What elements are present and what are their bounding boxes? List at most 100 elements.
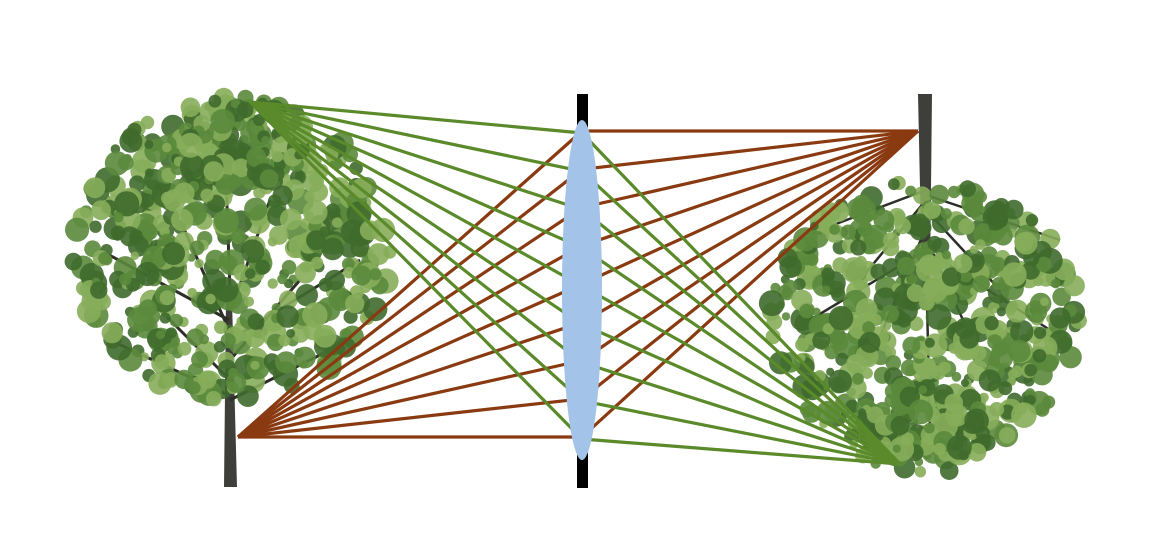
leaf-cluster <box>325 203 341 219</box>
leaf-cluster <box>245 328 265 348</box>
leaf-cluster <box>166 327 177 339</box>
leaf-cluster <box>896 256 916 276</box>
leaf-cluster <box>279 290 298 310</box>
leaf-cluster <box>64 252 83 271</box>
leaf-cluster <box>127 306 153 333</box>
leaf-cluster <box>279 208 302 231</box>
leaf-cluster <box>1024 300 1048 323</box>
leaf-cluster <box>253 186 266 199</box>
leaf-cluster <box>140 115 155 130</box>
leaf-cluster <box>982 205 1008 231</box>
leaf-cluster <box>341 257 355 271</box>
leaf-cluster <box>113 231 123 241</box>
leaf-cluster <box>91 200 111 221</box>
leaf-cluster <box>159 312 171 324</box>
leaf-cluster <box>929 184 949 205</box>
leaf-cluster <box>857 222 873 238</box>
leaf-cluster <box>189 240 205 256</box>
leaf-cluster <box>101 322 123 344</box>
leaf-cluster <box>829 224 840 235</box>
leaf-cluster <box>159 290 175 306</box>
leaf-cluster <box>890 415 910 436</box>
leaf-cluster <box>98 252 112 265</box>
leaf-cluster <box>892 444 901 453</box>
leaf-cluster <box>850 239 867 256</box>
leaf-cluster <box>275 351 298 374</box>
leaf-cluster <box>321 237 344 261</box>
leaf-cluster <box>946 434 972 460</box>
leaf-cluster <box>889 436 915 462</box>
leaf-cluster <box>766 314 783 330</box>
leaf-cluster <box>958 218 975 235</box>
leaf-cluster <box>941 267 962 287</box>
leaf-cluster <box>276 305 300 328</box>
leaf-cluster <box>998 427 1016 444</box>
leaf-cluster <box>918 254 940 276</box>
leaf-cluster <box>246 147 267 168</box>
leaf-cluster <box>310 256 324 270</box>
leaf-cluster <box>881 304 900 323</box>
leaf-cluster <box>244 268 256 280</box>
leaf-cluster <box>894 217 911 235</box>
leaf-cluster <box>812 331 831 350</box>
leaf-cluster <box>1004 199 1024 220</box>
leaf-cluster <box>198 370 217 389</box>
leaf-cluster <box>1049 307 1071 329</box>
leaf-cluster <box>855 298 878 321</box>
leaf-cluster <box>940 208 952 220</box>
leaf-cluster <box>996 307 1007 317</box>
leaf-cluster <box>1042 395 1056 409</box>
leaf-cluster <box>998 381 1013 396</box>
leaf-cluster <box>129 229 144 244</box>
leaf-cluster <box>770 282 781 293</box>
leaf-cluster <box>214 320 228 334</box>
leaf-cluster <box>319 226 331 238</box>
leaf-cluster <box>90 281 108 299</box>
leaf-cluster <box>228 174 241 187</box>
leaf-cluster <box>114 191 140 217</box>
leaf-cluster <box>369 268 382 281</box>
leaf-cluster <box>200 188 214 202</box>
leaf-cluster <box>154 354 170 370</box>
leaf-cluster <box>888 178 900 191</box>
leaf-cluster <box>65 217 90 242</box>
leaf-cluster <box>919 295 935 311</box>
leaf-cluster <box>243 296 255 307</box>
leaf-cluster <box>187 287 197 298</box>
leaf-cluster <box>261 135 270 145</box>
leaf-cluster <box>979 223 990 234</box>
leaf-cluster <box>213 277 239 303</box>
leaf-cluster <box>178 132 203 158</box>
leaf-cluster <box>905 185 917 197</box>
leaf-cluster <box>852 372 864 385</box>
leaf-cluster <box>992 277 1005 290</box>
leaf-cluster <box>294 346 316 369</box>
leaf-cluster <box>1002 262 1027 287</box>
leaf-cluster <box>169 313 184 328</box>
leaf-cluster <box>283 377 300 394</box>
leaf-cluster <box>203 161 224 182</box>
leaf-cluster <box>129 175 146 192</box>
leaf-cluster <box>1011 365 1023 378</box>
leaf-cluster <box>769 351 793 375</box>
leaf-cluster <box>119 129 143 153</box>
leaf-cluster <box>210 109 236 134</box>
leaf-cluster <box>1040 297 1049 307</box>
leaf-cluster <box>841 257 868 283</box>
leaf-cluster <box>793 227 818 252</box>
leaf-cluster <box>267 278 278 289</box>
leaf-cluster <box>1011 402 1037 429</box>
leaf-cluster <box>1008 339 1031 363</box>
leaf-cluster <box>191 351 208 368</box>
leaf-cluster <box>828 369 852 394</box>
leaf-cluster <box>247 313 265 330</box>
leaf-cluster <box>1032 349 1047 363</box>
leaf-cluster <box>295 171 304 180</box>
leaf-cluster <box>144 168 154 178</box>
leaf-cluster <box>953 254 973 274</box>
leaf-cluster <box>295 284 318 307</box>
leaf-cluster <box>758 290 785 317</box>
leaf-cluster <box>781 312 791 321</box>
